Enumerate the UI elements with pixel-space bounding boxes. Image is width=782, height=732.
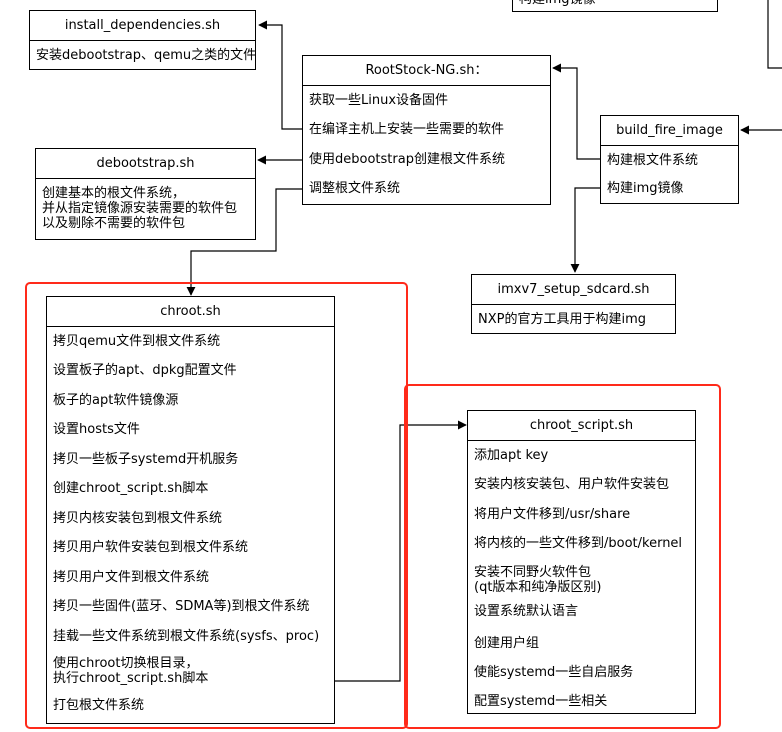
chroot-item: 拷贝用户软件安装包到根文件系统 bbox=[53, 540, 249, 555]
chroot-script-item: 使能systemd一些自启服务 bbox=[474, 665, 634, 680]
chroot-item: 拷贝用户文件到根文件系统 bbox=[53, 570, 210, 585]
chroot-item: 拷贝qemu文件到根文件系统 bbox=[53, 334, 221, 349]
rootstock-ng-item: 使用debootstrap创建根文件系统 bbox=[309, 152, 505, 167]
chroot-title: chroot.sh bbox=[47, 297, 334, 327]
chroot-script-item: 安装内核安装包、用户软件安装包 bbox=[474, 477, 670, 492]
chroot-item: 打包根文件系统 bbox=[53, 698, 145, 713]
chroot-box: chroot.sh 拷贝qemu文件到根文件系统 设置板子的apt、dpkg配置… bbox=[46, 296, 335, 724]
chroot-item: 板子的apt软件镜像源 bbox=[53, 393, 179, 408]
chroot-item: 拷贝内核安装包到根文件系统 bbox=[53, 511, 223, 526]
chroot-item: 拷贝一些板子systemd开机服务 bbox=[53, 452, 239, 467]
chroot-item: 挂载一些文件系统到根文件系统(sysfs、proc) bbox=[53, 629, 320, 644]
install-dependencies-item: 安装debootstrap、qemu之类的文件 bbox=[36, 48, 257, 63]
install-dependencies-title: install_dependencies.sh bbox=[30, 11, 255, 41]
rootstock-ng-item: 获取一些Linux设备固件 bbox=[309, 93, 449, 108]
install-dependencies-box: install_dependencies.sh 安装debootstrap、qe… bbox=[29, 10, 256, 70]
imxv7-setup-sdcard-box: imxv7_setup_sdcard.sh NXP的官方工具用于构建img bbox=[471, 274, 676, 334]
edge-build-fire-image-to-imxv7 bbox=[570, 187, 602, 273]
edge-chroot-to-chroot-script bbox=[335, 420, 467, 682]
chroot-item: 创建chroot_script.sh脚本 bbox=[53, 481, 209, 496]
edge-top-right-vertical bbox=[767, 0, 782, 69]
chroot-item: 拷贝一些固件(蓝牙、SDMA等)到根文件系统 bbox=[53, 599, 310, 614]
chroot-script-title: chroot_script.sh bbox=[468, 411, 695, 441]
chroot-script-item: 设置系统默认语言 bbox=[474, 604, 579, 619]
chroot-item: 使用chroot切换根目录， 执行chroot_script.sh脚本 bbox=[53, 656, 209, 686]
edge-rootstock-to-chroot bbox=[186, 188, 304, 296]
chroot-script-item: 配置systemd一些相关 bbox=[474, 694, 608, 709]
chroot-script-item: 创建用户组 bbox=[474, 636, 540, 651]
imxv7-setup-sdcard-item: NXP的官方工具用于构建img bbox=[478, 312, 646, 327]
rootstock-ng-item: 在编译主机上安装一些需要的软件 bbox=[309, 122, 505, 137]
edge-rootstock-to-install-dependencies bbox=[258, 20, 304, 130]
chroot-item: 设置hosts文件 bbox=[53, 422, 140, 437]
build-fire-image-item: 构建根文件系统 bbox=[607, 153, 699, 168]
build-fire-image-item: 构建img镜像 bbox=[607, 181, 684, 196]
rootstock-ng-box: RootStock-NG.sh： 获取一些Linux设备固件 在编译主机上安装一… bbox=[302, 55, 551, 205]
debootstrap-box: debootstrap.sh 创建基本的根文件系统， 并从指定镜像源安装需要的软… bbox=[35, 148, 256, 240]
top-clipped-box: 构建img镜像 bbox=[512, 0, 718, 12]
edge-build-fire-image-to-rootstock bbox=[552, 63, 602, 160]
rootstock-ng-title: RootStock-NG.sh： bbox=[303, 56, 550, 86]
rootstock-ng-item: 调整根文件系统 bbox=[309, 181, 401, 196]
debootstrap-item: 创建基本的根文件系统， 并从指定镜像源安装需要的软件包 以及剔除不需要的软件包 bbox=[42, 186, 238, 231]
build-fire-image-box: build_fire_image 构建根文件系统 构建img镜像 bbox=[600, 115, 739, 204]
chroot-script-item: 添加apt key bbox=[474, 448, 549, 463]
chroot-highlight-frame bbox=[25, 282, 408, 729]
chroot-script-box: chroot_script.sh 添加apt key 安装内核安装包、用户软件安… bbox=[467, 410, 696, 714]
build-fire-image-title: build_fire_image bbox=[601, 116, 738, 146]
chroot-script-item: 将用户文件移到/usr/share bbox=[474, 507, 631, 522]
imxv7-setup-sdcard-title: imxv7_setup_sdcard.sh bbox=[472, 275, 675, 305]
top-clipped-box-text: 构建img镜像 bbox=[513, 0, 717, 11]
chroot-script-item: 安装不同野火软件包 (qt版本和纯净版区别) bbox=[474, 565, 602, 595]
debootstrap-title: debootstrap.sh bbox=[36, 149, 255, 179]
chroot-script-item: 将内核的一些文件移到/boot/kernel bbox=[474, 536, 683, 551]
chroot-item: 设置板子的apt、dpkg配置文件 bbox=[53, 363, 237, 378]
chroot-script-highlight-frame bbox=[404, 384, 721, 729]
